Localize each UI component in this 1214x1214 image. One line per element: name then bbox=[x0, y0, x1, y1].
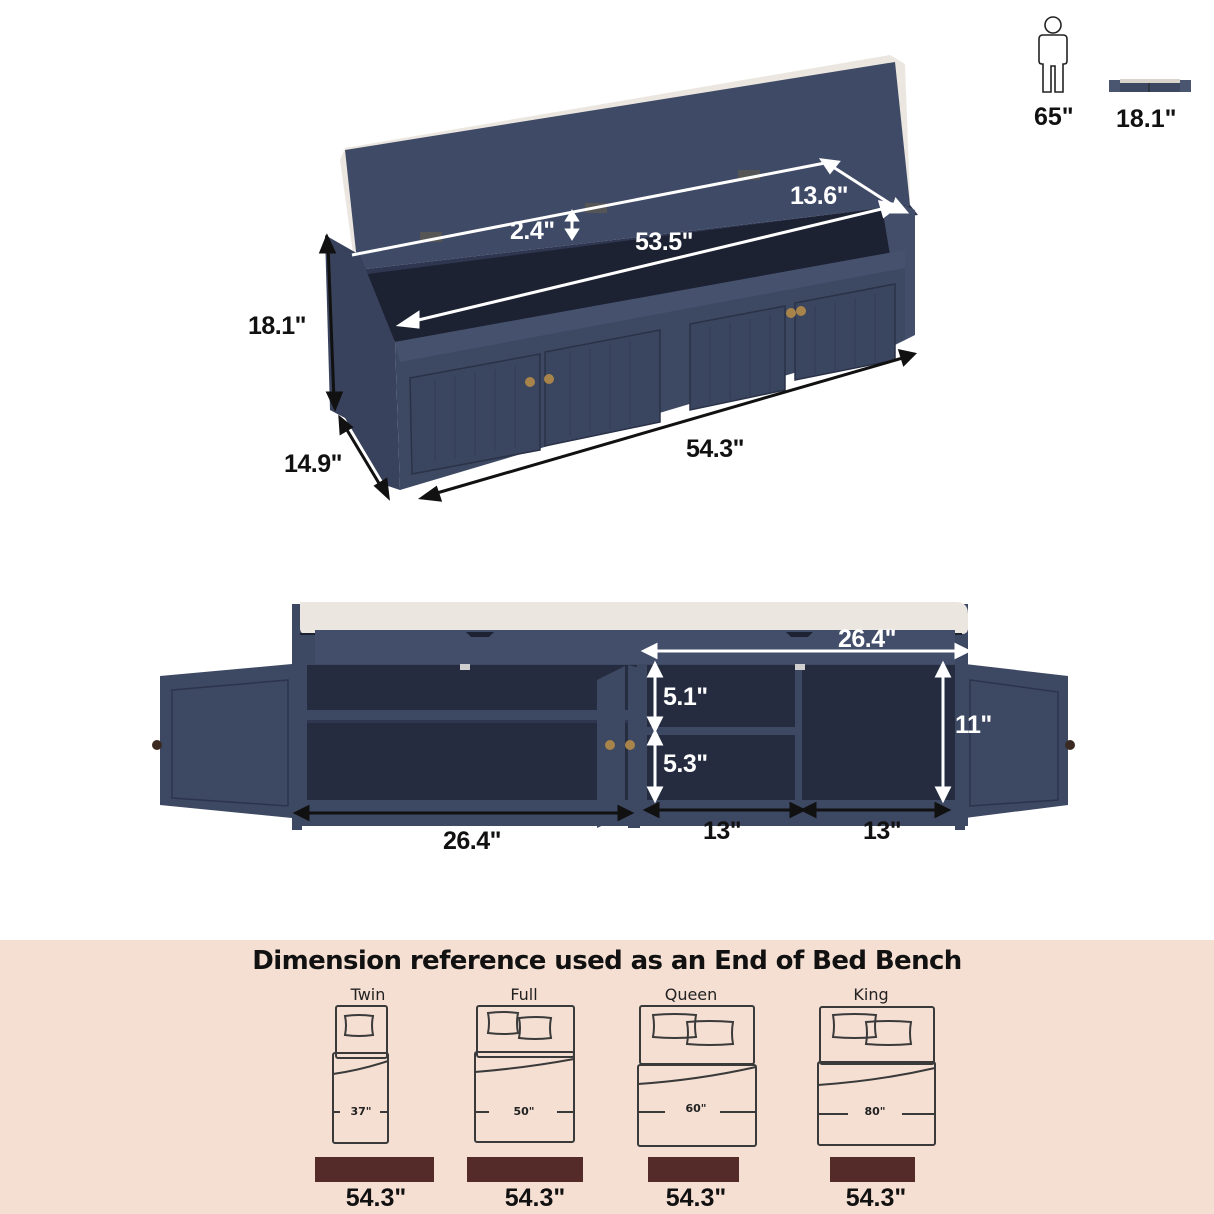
interior-depth-label: 13.6" bbox=[790, 182, 849, 210]
bench-length-label: 54.3" bbox=[665, 1184, 727, 1212]
bed-width-label: 37" bbox=[350, 1105, 372, 1118]
bench-height-label: 18.1" bbox=[248, 312, 307, 340]
cabinet-height-label: 11" bbox=[955, 711, 992, 739]
bed-width-label: 60" bbox=[685, 1102, 707, 1115]
bench-height-label: 18.1" bbox=[1116, 105, 1177, 133]
bed-width-label: 80" bbox=[864, 1105, 886, 1118]
lower-shelf-height-label: 5.3" bbox=[663, 750, 708, 778]
bed-reference-title: Dimension reference used as an End of Be… bbox=[252, 946, 962, 976]
lip-height-label: 2.4" bbox=[510, 217, 555, 245]
bench-length-label: 54.3" bbox=[504, 1184, 566, 1212]
bed-name: Twin bbox=[350, 985, 386, 1004]
upper-shelf-height-label: 5.1" bbox=[663, 683, 708, 711]
bed-name: Queen bbox=[664, 985, 718, 1004]
bench-length-bar bbox=[467, 1157, 583, 1182]
bench-length-label: 54.3" bbox=[345, 1184, 407, 1212]
bench-length-label: 54.3" bbox=[686, 435, 745, 463]
bed-width-label: 50" bbox=[513, 1105, 535, 1118]
bench-front-illustration bbox=[152, 602, 1075, 830]
right-compartment-width-label: 26.4" bbox=[838, 625, 897, 653]
interior-length-label: 53.5" bbox=[635, 228, 694, 256]
bench-length-bar bbox=[648, 1157, 739, 1182]
left-compartment-width-label: 26.4" bbox=[443, 827, 502, 855]
bed-name: Full bbox=[510, 985, 538, 1004]
person-icon bbox=[1038, 16, 1068, 93]
bench-length-bar bbox=[830, 1157, 915, 1182]
bench-length-bar bbox=[315, 1157, 434, 1182]
bed-reference-panel bbox=[0, 940, 1214, 1214]
bench-perspective-illustration bbox=[318, 55, 918, 502]
cubby-right-width-label: 13" bbox=[863, 817, 902, 845]
bed-name: King bbox=[853, 985, 889, 1004]
bench-thumbnail-icon bbox=[1109, 79, 1191, 92]
cubby-left-width-label: 13" bbox=[703, 817, 742, 845]
person-height-label: 65" bbox=[1034, 103, 1074, 131]
bench-depth-label: 14.9" bbox=[284, 450, 343, 478]
bench-length-label: 54.3" bbox=[845, 1184, 907, 1212]
